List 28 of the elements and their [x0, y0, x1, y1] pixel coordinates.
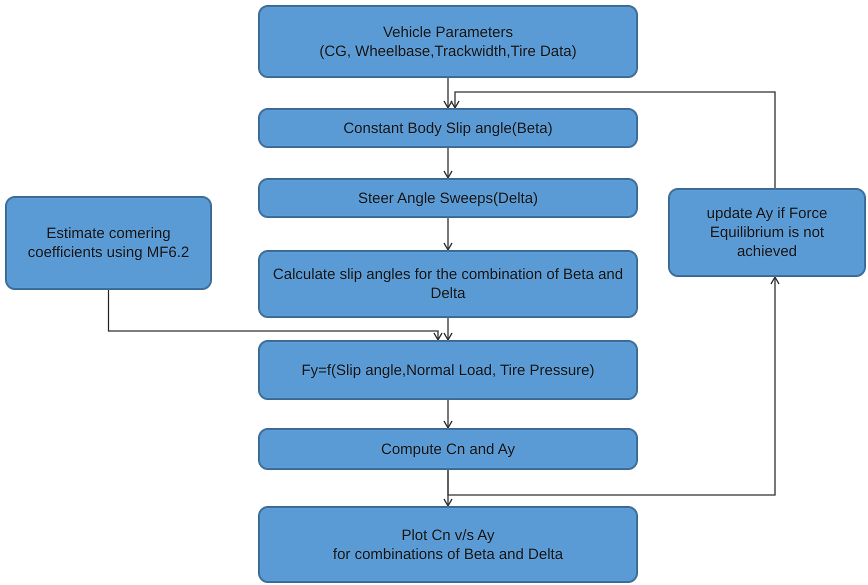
arrow — [443, 400, 453, 429]
arrow — [443, 218, 453, 251]
box-text: Fy=f(Slip angle,Normal Load, Tire Pressure) — [301, 360, 595, 380]
box-text: Estimate comering coefficients using MF6.2 — [26, 224, 190, 262]
box-text: Vehicle Parameters — [382, 22, 514, 42]
box-text: (CG, Wheelbase,Trackwidth,Tire Data) — [319, 42, 577, 60]
box-text: for combinations of Beta and Delta — [332, 544, 564, 564]
box-text: Plot Cn v/s Ay — [401, 526, 495, 544]
box-text: Constant Body Slip angle(Beta) — [343, 118, 553, 138]
process-box — [258, 5, 638, 78]
process-box — [258, 178, 638, 218]
arrow — [443, 148, 453, 179]
box-text: Steer Angle Sweeps(Delta) — [358, 188, 538, 208]
process-box — [668, 188, 866, 277]
process-box — [258, 340, 638, 400]
process-box — [258, 506, 638, 583]
box-text: Compute Cn and Ay — [381, 440, 515, 458]
arrow — [447, 276, 780, 496]
arrow — [443, 78, 453, 109]
box-text: Calculate slip angles for the combination of Beta and Delta — [272, 265, 624, 303]
process-box — [258, 428, 638, 470]
arrow — [108, 290, 443, 341]
process-box — [258, 250, 638, 318]
process-box — [258, 108, 638, 148]
box-text: update Ay if Force Equilibrium is not achieved — [706, 204, 828, 261]
process-box — [5, 196, 212, 290]
arrow — [450, 91, 776, 188]
arrow — [443, 318, 453, 341]
